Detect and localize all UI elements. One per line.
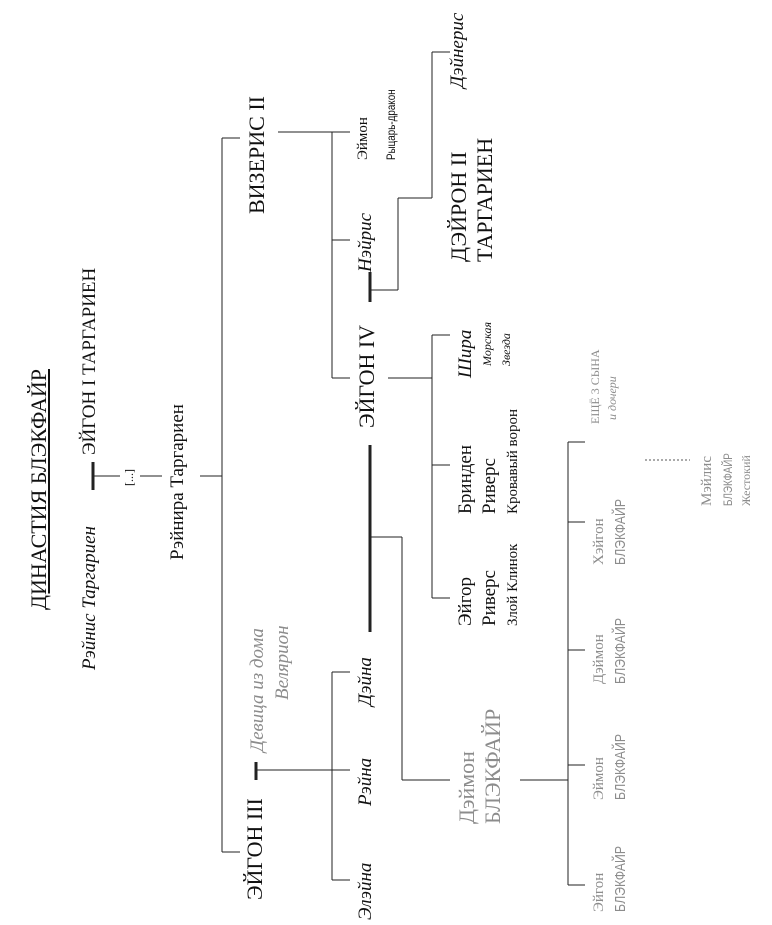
person-brynden: Бринден bbox=[455, 444, 476, 514]
person-aegon4: ЭЙГОН IV bbox=[354, 324, 379, 428]
person-daemon2-house: БЛЭКФАЙР bbox=[612, 617, 629, 684]
person-shiera: Шира bbox=[455, 329, 476, 378]
person-raenys: Рэйнис Таргариен bbox=[79, 526, 100, 670]
person-aegor-surname: Риверс bbox=[479, 570, 500, 626]
person-aegor: Эйгор bbox=[455, 576, 476, 626]
person-rhaenyra: Рэйнира Таргариен bbox=[167, 404, 188, 560]
shiera-title-2: Звезда bbox=[499, 333, 513, 366]
person-aemon2: Эймон bbox=[591, 757, 607, 800]
person-daeron2-house: ТАРГАРИЕН bbox=[472, 137, 497, 262]
person-rhaena: Рэйна bbox=[355, 757, 376, 806]
person-maelys: Мэйлис bbox=[699, 456, 715, 506]
person-daemon-blackfyre: Дэймон bbox=[454, 751, 479, 824]
person-aemon2-house: БЛЭКФАЙР bbox=[612, 733, 629, 800]
person-daemon2: Дэймон bbox=[591, 634, 607, 684]
person-daenerys: Дэйнерис bbox=[447, 12, 468, 88]
person-haegon: Хэйгон bbox=[591, 518, 607, 565]
aegor-title: Злой Клинок bbox=[505, 543, 521, 626]
person-velaryon-house: Велярион bbox=[272, 625, 293, 700]
person-maelys-house: БЛЭКФАЙР bbox=[721, 453, 735, 506]
brynden-title: Кровавый ворон bbox=[505, 409, 521, 514]
person-aegon-blackfyre: Эйгон bbox=[591, 872, 607, 912]
person-daemon-blackfyre-house: БЛЭКФАЙР bbox=[480, 708, 505, 824]
omitted-generations: [...] bbox=[122, 469, 136, 486]
more-sons: ЕЩЁ 3 СЫНА bbox=[588, 349, 602, 424]
person-daeron2: ДЭЙРОН II bbox=[446, 151, 471, 262]
person-velaryon-maiden: Девица из дома bbox=[247, 628, 268, 752]
more-daughters: и дочери bbox=[605, 376, 619, 420]
maelys-title: Жестокий bbox=[739, 455, 753, 506]
person-daena: Дэйна bbox=[355, 657, 376, 706]
person-haegon-house: БЛЭКФАЙР bbox=[612, 498, 629, 565]
person-naerys: Нэйрис bbox=[355, 212, 376, 272]
person-elaena: Элэйна bbox=[355, 862, 376, 920]
person-brynden-surname: Риверс bbox=[479, 458, 500, 514]
person-aegon-blackfyre-house: БЛЭКФАЙР bbox=[612, 845, 629, 912]
aemon-title: Рыцарь-дракон bbox=[384, 89, 398, 160]
person-aegon1: ЭЙГОН I ТАРГАРИЕН bbox=[79, 267, 100, 455]
person-aemon: Эймон bbox=[355, 117, 371, 160]
person-aegon3: ЭЙГОН III bbox=[242, 798, 267, 900]
diagram-title: ДИНАСТИЯ БЛЭКФАЙР bbox=[26, 369, 51, 610]
person-viserys2: ВИЗЕРИС II bbox=[244, 96, 269, 214]
shiera-title-1: Морская bbox=[480, 321, 494, 366]
